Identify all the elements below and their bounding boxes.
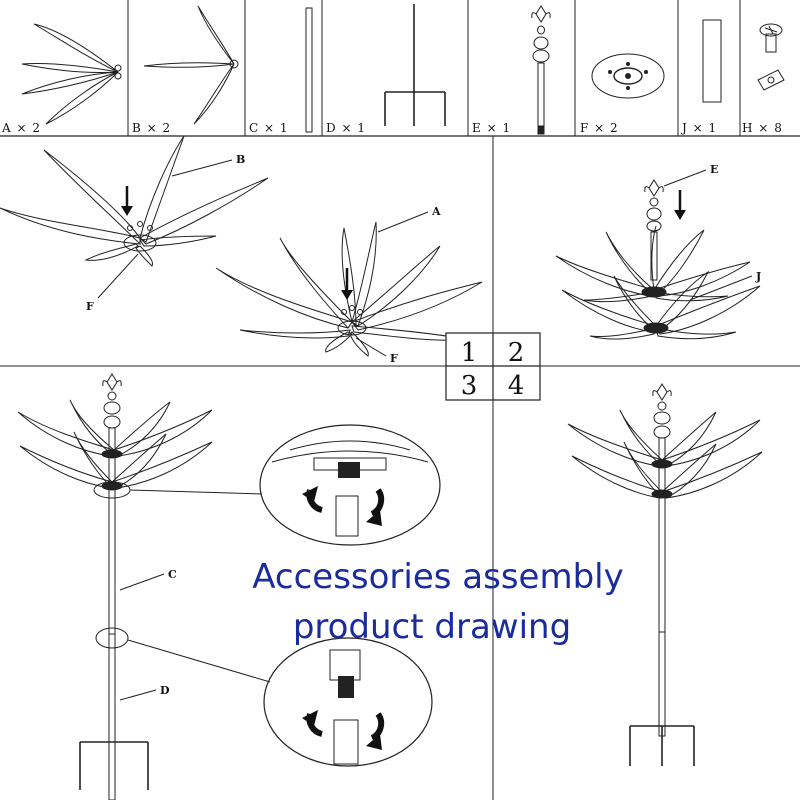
step-number: 1 (461, 338, 478, 368)
zoom-detail-bottom (263, 637, 433, 767)
step2-double-flower (555, 225, 761, 340)
caption-line-1: Accessories assembly (252, 557, 624, 597)
caption: Accessories assembly product drawing (252, 557, 624, 647)
rotate-arrows-icon (302, 710, 385, 750)
part-labels: A × 2 B × 2 C × 1 D × 1 E × 1 F × 2 J × … (1, 121, 783, 135)
callout-c: C (168, 568, 177, 581)
panel-dividers (0, 136, 800, 800)
callout-f: F (390, 352, 398, 365)
part-e-finial (531, 5, 551, 135)
step-number: 4 (508, 371, 525, 401)
part-label: D × 1 (326, 121, 366, 135)
step4-finial (652, 383, 672, 439)
step-2-panel: E J (555, 163, 761, 340)
callout-d: D (160, 684, 170, 697)
down-arrow-icon (674, 190, 686, 220)
down-arrow-icon (121, 186, 133, 216)
part-d-stake (384, 4, 446, 126)
step1-flower-b (0, 135, 269, 267)
step-number: 2 (508, 338, 525, 368)
part-f-disk (591, 53, 665, 99)
step-number-grid: 1 2 3 4 (445, 332, 541, 401)
step2-finial (644, 179, 664, 281)
step3-pole (108, 427, 116, 800)
part-label: F × 2 (580, 121, 619, 135)
zoom-detail-top (259, 424, 441, 546)
step-3-panel: C D (17, 373, 441, 800)
part-a-petals (21, 23, 122, 125)
part-label: H × 8 (742, 121, 783, 135)
part-label: A × 2 (1, 121, 41, 135)
step4-flower (567, 409, 763, 499)
rotate-arrows-icon (302, 486, 385, 526)
step-4-panel (567, 383, 763, 766)
callout-e: E (710, 163, 718, 176)
part-b-petals (143, 5, 239, 125)
step3-finial (102, 373, 122, 429)
part-c-rod (305, 7, 313, 133)
callout-j: J (755, 270, 761, 283)
parts-row: A × 2 B × 2 C × 1 D × 1 E × 1 F × 2 J × … (0, 0, 800, 137)
caption-line-2: product drawing (293, 607, 571, 647)
step3-stake (79, 741, 149, 790)
callout-a: A (431, 205, 441, 218)
step-1-panel: B F A F (0, 135, 483, 365)
callout-f: F (86, 300, 94, 313)
part-label: J × 1 (680, 121, 717, 135)
step-number: 3 (461, 371, 478, 401)
part-h-screws (757, 23, 785, 91)
step1-flower-a (215, 221, 483, 357)
step4-pole (658, 437, 666, 737)
step4-stake (629, 725, 695, 766)
down-arrow-icon (341, 268, 353, 300)
callout-b: B (236, 153, 245, 166)
step3-flower (17, 399, 213, 491)
part-j-sleeve (702, 19, 722, 103)
part-label: E × 1 (472, 121, 511, 135)
part-label: B × 2 (132, 121, 171, 135)
part-label: C × 1 (249, 121, 289, 135)
